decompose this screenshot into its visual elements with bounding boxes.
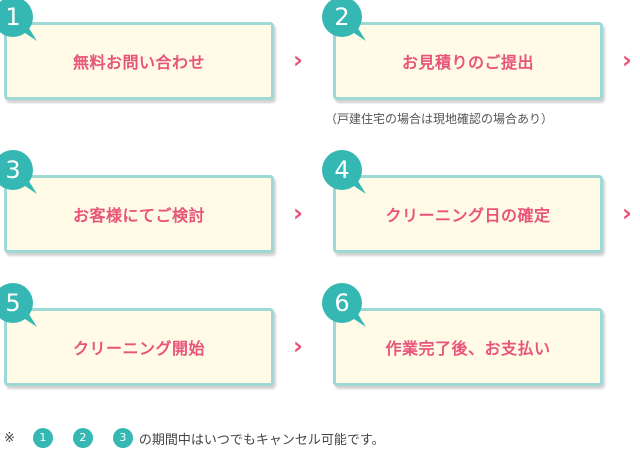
step-box: 無料お問い合わせ — [4, 22, 274, 100]
cancellation-note: ※ 1 2 3 の期間中はいつでもキャンセル可能です。 — [4, 428, 385, 448]
step-ref-badge: 3 — [112, 428, 133, 448]
chevron-right-icon: › — [293, 332, 303, 360]
step-box: 作業完了後、お支払い — [333, 308, 603, 386]
step-number: 4 — [334, 156, 350, 184]
step-number-badge: 3 — [0, 150, 39, 196]
step-label: お客様にてご検討 — [72, 206, 205, 225]
step-label: クリーニング開始 — [72, 339, 205, 358]
speech-bubble-icon — [322, 283, 366, 327]
step-box: クリーニング日の確定 — [333, 175, 603, 253]
note-text: の期間中はいつでもキャンセル可能です。 — [138, 432, 385, 448]
step-ref-badge: 2 — [72, 428, 93, 448]
step-number-badge: 5 — [0, 283, 39, 329]
chevron-right-icon: › — [622, 46, 632, 74]
step-label: お見積りのご提出 — [401, 53, 534, 72]
step-label: 作業完了後、お支払い — [385, 339, 551, 358]
step-box: お客様にてご検討 — [4, 175, 274, 253]
speech-bubble-icon — [0, 0, 37, 41]
step-label: 無料お問い合わせ — [72, 53, 205, 72]
step-box: お見積りのご提出 — [333, 22, 603, 100]
step-box: クリーニング開始 — [4, 308, 274, 386]
step-number-badge: 1 — [0, 0, 39, 43]
speech-bubble-icon — [0, 283, 37, 327]
step-number: 6 — [334, 289, 350, 317]
step-number: 1 — [5, 3, 21, 31]
speech-bubble-icon — [0, 150, 37, 194]
chevron-right-icon: › — [293, 199, 303, 227]
step-label: クリーニング日の確定 — [385, 206, 551, 225]
speech-bubble-icon — [322, 0, 366, 41]
step-2-note: （戸建住宅の場合は現地確認の場合あり） — [325, 112, 554, 126]
step-number: 2 — [334, 3, 350, 31]
speech-bubble-icon — [322, 150, 366, 194]
step-ref-badge: 1 — [32, 428, 53, 448]
chevron-right-icon: › — [622, 199, 632, 227]
step-number-badge: 6 — [322, 283, 368, 329]
step-number-badge: 4 — [322, 150, 368, 196]
chevron-right-icon: › — [293, 46, 303, 74]
step-number-badge: 2 — [322, 0, 368, 43]
step-number: 3 — [5, 156, 21, 184]
step-number: 5 — [5, 289, 21, 317]
note-mark: ※ — [4, 430, 15, 446]
